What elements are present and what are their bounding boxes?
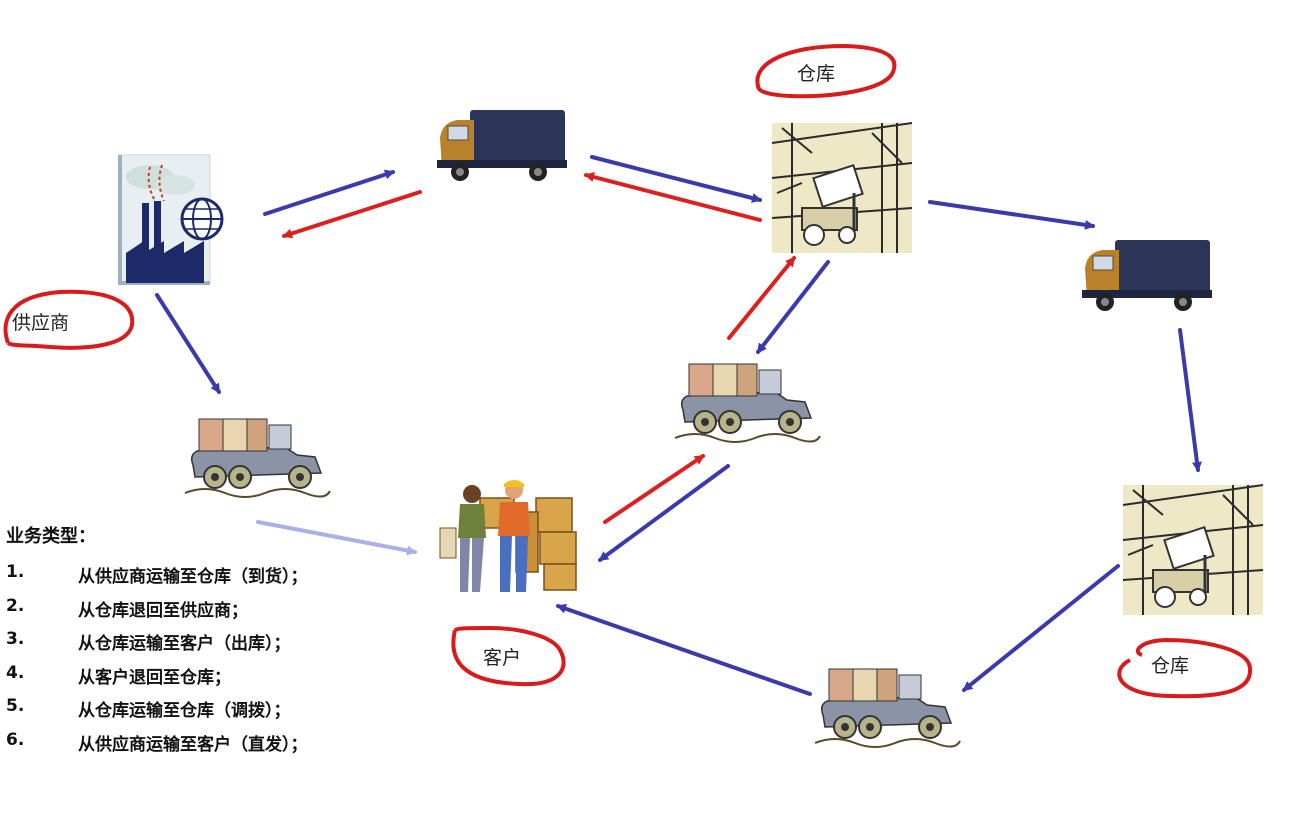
arrow-middle-cart-to-warehouse [727,256,796,340]
legend-item-text: 从仓库运输至客户（出库）； [78,634,291,654]
legend-item-number: 1. [6,562,25,582]
arrow-truck-to-supplier [282,190,422,239]
legend-item-text: 从客户退回至仓库； [78,667,231,688]
highlight-ring-warehouse-top [755,43,897,99]
workers-boxes-icon [439,480,577,592]
legend-item-number: 3. [6,629,25,649]
legend-item: 4. 从客户退回至仓库； [6,663,426,697]
arrow-warehouse-to-right-truck [928,200,1095,230]
legend-item-text: 从供应商运输至仓库（到货）； [78,567,308,587]
arrow-truck-to-warehouse [590,155,762,203]
legend-title: 业务类型： [6,526,96,547]
arrow-left-cart-to-customer [256,520,417,556]
arrow-supplier-to-truck [263,169,395,216]
arrow-warehouse-to-middle-cart [756,260,830,354]
cargo-wagon-icon-left [184,418,331,498]
arrows [155,155,1202,696]
arrow-warehouse-to-truck [584,172,762,222]
legend-item-number: 2. [6,595,25,616]
legend-item-text: 从仓库退回至供应商； [78,600,248,621]
legend-item: 2. 从仓库退回至供应商； [6,596,426,630]
arrow-supplier-to-left-cart [155,293,221,394]
arrow-right-truck-to-warehouse [1178,328,1202,472]
arrow-middle-cart-to-customer [598,464,730,562]
legend-item: 1. 从供应商运输至仓库（到货）； [6,562,426,596]
arrow-bottom-cart-to-customer [556,603,812,696]
legend-item-number: 6. [6,729,25,750]
factory-globe-icon [118,154,224,285]
label-warehouse-right: 仓库 [1151,655,1190,677]
legend-item-text: 从仓库运输至仓库（调拨）； [78,701,291,721]
legend-item-number: 4. [6,662,25,683]
arrow-customer-to-middle-cart [603,454,705,524]
legend-item: 3. 从仓库运输至客户（出库）； [6,629,426,663]
box-truck-icon-top [436,109,568,182]
label-customer: 客户 [483,647,522,669]
highlight-ring-customer [451,625,566,687]
legend-item-number: 5. [6,696,25,716]
legend-item: 5. 从仓库运输至仓库（调拨）； [6,696,426,730]
business-type-legend: 业务类型： 1. 从供应商运输至仓库（到货）； 2. 从仓库退回至供应商； 3.… [6,522,426,763]
warehouse-forklift-icon-top [770,121,914,255]
arrow-warehouse-to-bottom-cart [962,564,1120,692]
cargo-wagon-icon-bottom [814,668,961,748]
legend-item: 6. 从供应商运输至客户（直发）； [6,730,426,764]
cargo-wagon-icon-middle [674,363,821,443]
highlight-ring-warehouse-right [1117,637,1253,699]
warehouse-forklift-icon-right [1121,483,1265,617]
label-supplier: 供应商 [12,312,70,334]
legend-item-text: 从供应商运输至客户（直发）； [78,734,308,755]
label-warehouse-top: 仓库 [797,63,836,85]
highlight-ring-supplier [3,289,135,350]
box-truck-icon-right [1081,239,1213,312]
